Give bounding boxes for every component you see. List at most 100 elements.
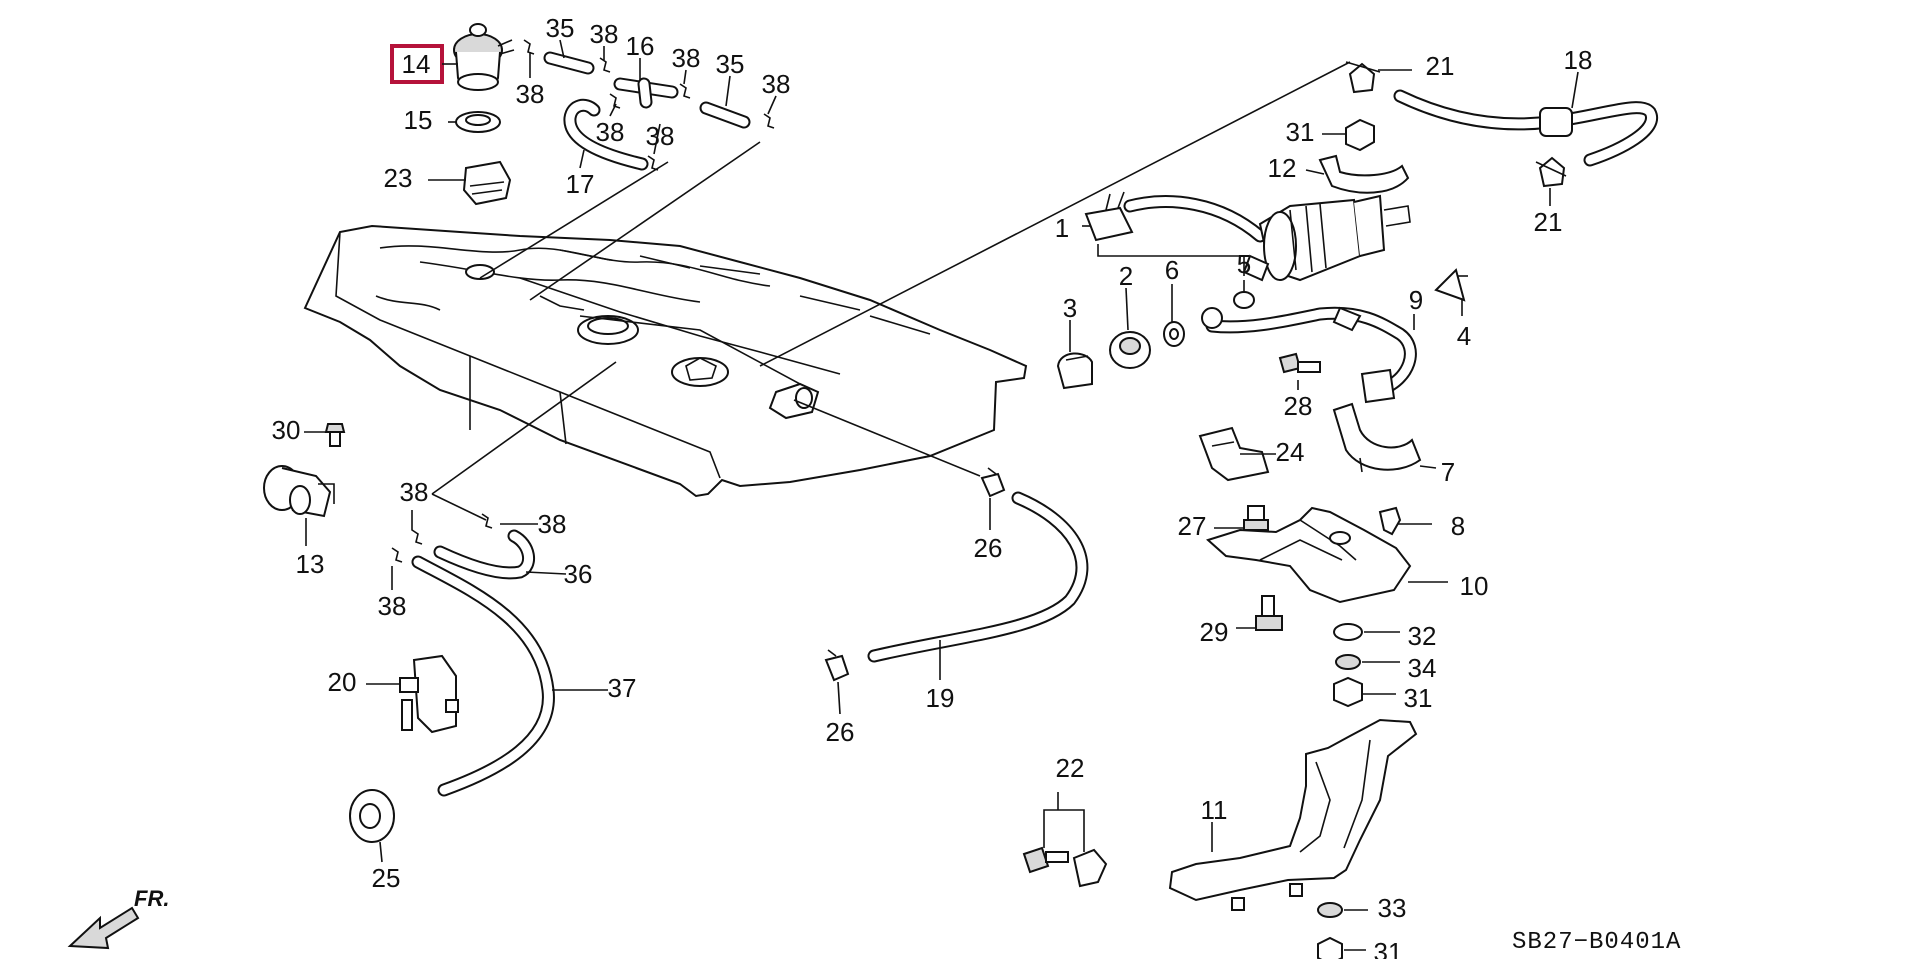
part-31-nut-a[interactable] <box>1345 118 1375 152</box>
part-label-35[interactable]: 35 <box>546 13 575 43</box>
part-label-35[interactable]: 35 <box>716 49 745 79</box>
part-label-38[interactable]: 38 <box>596 117 625 147</box>
part-26-clip-b[interactable] <box>824 649 850 682</box>
part-label-25[interactable]: 25 <box>372 863 401 893</box>
part-label-34[interactable]: 34 <box>1408 653 1437 683</box>
part-label-1[interactable]: 1 <box>1055 213 1069 243</box>
part-label-18[interactable]: 18 <box>1564 45 1593 75</box>
part-4-clip[interactable] <box>1434 268 1468 302</box>
part-20-valve[interactable] <box>399 654 459 734</box>
part-21-clip-a[interactable] <box>1345 61 1381 94</box>
part-label-19[interactable]: 19 <box>926 683 955 713</box>
part-35-hose-a[interactable] <box>543 51 595 75</box>
part-label-23[interactable]: 23 <box>384 163 413 193</box>
part-19-hose[interactable] <box>867 491 1089 663</box>
part-27-bolt[interactable] <box>1243 505 1269 531</box>
part-label-33[interactable]: 33 <box>1378 893 1407 923</box>
part-label-17[interactable]: 17 <box>566 169 595 199</box>
part-label-20[interactable]: 20 <box>328 667 357 697</box>
part-label-12[interactable]: 12 <box>1268 153 1297 183</box>
part-label-2[interactable]: 2 <box>1119 261 1133 291</box>
part-label-38[interactable]: 38 <box>538 509 567 539</box>
part-6-washer[interactable] <box>1163 321 1185 347</box>
part-label-5[interactable]: 5 <box>1237 249 1251 279</box>
part-label-31[interactable]: 31 <box>1404 683 1433 713</box>
part-label-6[interactable]: 6 <box>1165 255 1179 285</box>
part-32-washer[interactable] <box>1333 623 1363 641</box>
part-label-21[interactable]: 21 <box>1426 51 1455 81</box>
part-label-38[interactable]: 38 <box>762 69 791 99</box>
part-label-21[interactable]: 21 <box>1534 207 1563 237</box>
part-label-28[interactable]: 28 <box>1284 391 1313 421</box>
part-label-11[interactable]: 11 <box>1201 795 1228 825</box>
front-direction-arrow <box>67 906 140 950</box>
part-label-16[interactable]: 16 <box>626 31 655 61</box>
part-30-bolt[interactable] <box>324 423 346 447</box>
part-37-hose[interactable] <box>411 555 555 797</box>
part-label-32[interactable]: 32 <box>1408 621 1437 651</box>
part-label-38[interactable]: 38 <box>672 43 701 73</box>
part-label-8[interactable]: 8 <box>1451 511 1465 541</box>
part-9-fuel-line[interactable] <box>1201 306 1417 404</box>
part-label-24[interactable]: 24 <box>1276 437 1305 467</box>
part-38-clips-top[interactable] <box>523 39 775 171</box>
part-label-37[interactable]: 37 <box>608 673 637 703</box>
part-25-grommet[interactable] <box>349 789 395 843</box>
part-label-3[interactable]: 3 <box>1063 293 1077 323</box>
part-22-bolts[interactable] <box>1022 846 1108 888</box>
part-11-skid-plate[interactable] <box>1168 718 1418 911</box>
part-label-31[interactable]: 31 <box>1286 117 1315 147</box>
part-33-washer[interactable] <box>1317 902 1343 918</box>
part-24-bracket[interactable] <box>1198 426 1270 482</box>
diagram-code: SB27−B0401A <box>1512 929 1681 956</box>
part-label-26[interactable]: 26 <box>826 717 855 747</box>
part-label-13[interactable]: 13 <box>296 549 325 579</box>
part-label-38[interactable]: 38 <box>516 79 545 109</box>
part-label-4[interactable]: 4 <box>1457 321 1471 351</box>
part-label-31[interactable]: 31 <box>1374 937 1403 964</box>
part-label-36[interactable]: 36 <box>564 559 593 589</box>
part-label-38[interactable]: 38 <box>400 477 429 507</box>
part-7-band[interactable] <box>1332 402 1422 473</box>
part-label-38[interactable]: 38 <box>378 591 407 621</box>
part-5-washer[interactable] <box>1233 291 1255 309</box>
part-1-fuel-filter[interactable] <box>1084 191 1411 282</box>
part-18-hose[interactable] <box>1393 89 1658 167</box>
part-34-washer[interactable] <box>1335 654 1361 670</box>
part-29-bolt[interactable] <box>1255 595 1283 631</box>
part-21-clip-b[interactable] <box>1535 156 1567 188</box>
part-13-valve[interactable] <box>263 465 335 518</box>
part-label-38[interactable]: 38 <box>590 19 619 49</box>
part-label-14[interactable]: 14 <box>402 49 431 79</box>
part-10-bracket[interactable] <box>1206 506 1412 604</box>
part-label-9[interactable]: 9 <box>1409 285 1423 315</box>
part-12-band[interactable] <box>1318 154 1410 194</box>
part-16-joint[interactable] <box>613 77 679 109</box>
part-label-7[interactable]: 7 <box>1441 457 1455 487</box>
part-label-22[interactable]: 22 <box>1056 753 1085 783</box>
part-label-10[interactable]: 10 <box>1460 571 1489 601</box>
front-label: FR. <box>134 886 169 911</box>
part-label-27[interactable]: 27 <box>1178 511 1207 541</box>
fuel-tank[interactable] <box>303 224 1028 498</box>
part-label-29[interactable]: 29 <box>1200 617 1229 647</box>
part-label-15[interactable]: 15 <box>404 105 433 135</box>
part-label-30[interactable]: 30 <box>272 415 301 445</box>
part-31-nut-b[interactable] <box>1333 676 1363 708</box>
part-36-hose[interactable] <box>433 529 535 580</box>
part-35-hose-b[interactable] <box>699 101 751 129</box>
part-26-clip-a[interactable] <box>980 467 1006 498</box>
part-17-hose[interactable] <box>563 98 649 171</box>
part-2-grommet[interactable] <box>1109 331 1151 369</box>
part-label-38[interactable]: 38 <box>646 121 675 151</box>
part-28-bolt[interactable] <box>1278 352 1321 374</box>
part-23-clip[interactable] <box>462 160 512 206</box>
part-8-clip[interactable] <box>1378 506 1402 536</box>
part-label-26[interactable]: 26 <box>974 533 1003 563</box>
part-14-sender-unit[interactable] <box>453 23 515 91</box>
part-3-cap[interactable] <box>1056 352 1093 390</box>
part-31-nut-c[interactable] <box>1317 936 1343 964</box>
